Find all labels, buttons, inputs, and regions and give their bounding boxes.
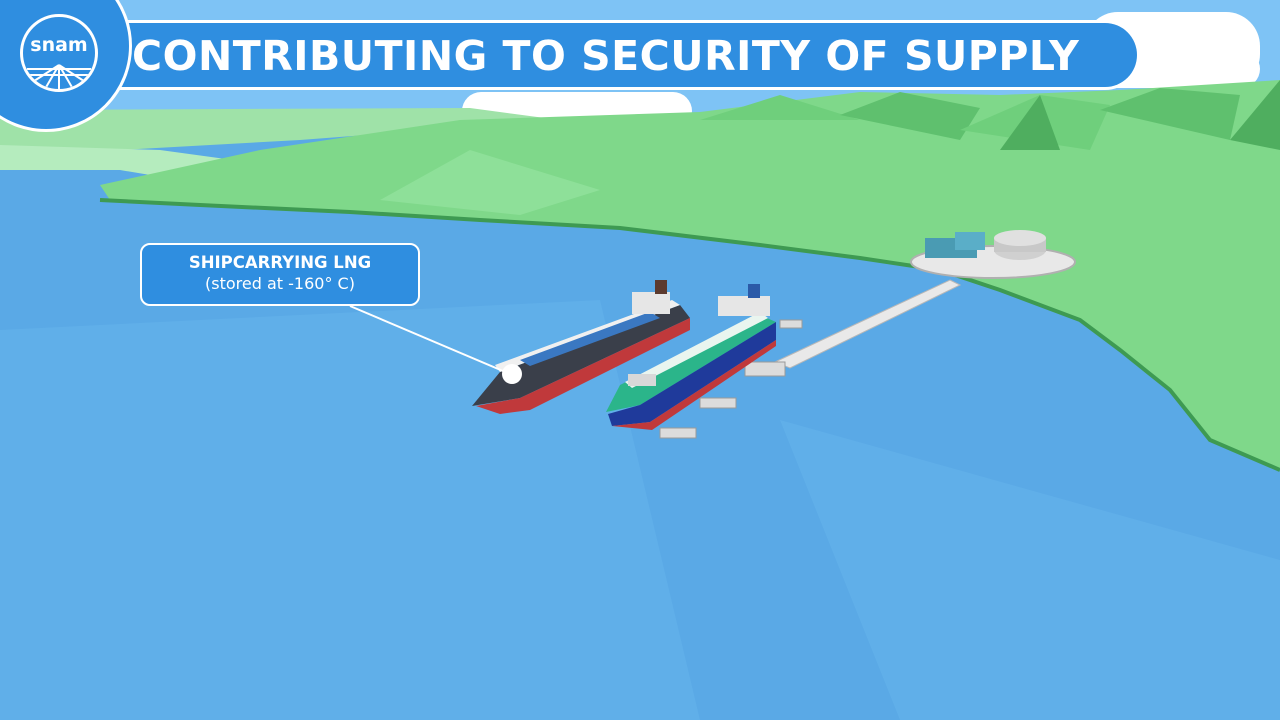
callout-pointer-line [349, 305, 511, 375]
berth-platforms [659, 319, 803, 439]
callout-pointer-dot [502, 364, 522, 384]
jetty-pipeline [773, 279, 962, 369]
logo-lines-icon [27, 64, 91, 89]
distant-land [0, 108, 560, 160]
page-title: CONTRIBUTING TO SECURITY OF SUPPLY [132, 32, 1080, 80]
shoreline [99, 198, 1280, 472]
lng-carrier-1 [472, 280, 690, 414]
hills [380, 80, 1280, 215]
logo-wordmark: snam [30, 34, 88, 56]
callout-subtitle: (stored at -160° C) [205, 274, 355, 293]
ship-callout: SHIPCARRYING LNG (stored at -160° C) [140, 243, 420, 306]
callout-title: SHIPCARRYING LNG [188, 253, 372, 272]
coastline-land [100, 80, 1280, 470]
lng-carrier-2 [606, 284, 776, 430]
title-banner [104, 20, 1140, 90]
lng-terminal [910, 230, 1076, 279]
snam-logo: snam [20, 14, 98, 92]
